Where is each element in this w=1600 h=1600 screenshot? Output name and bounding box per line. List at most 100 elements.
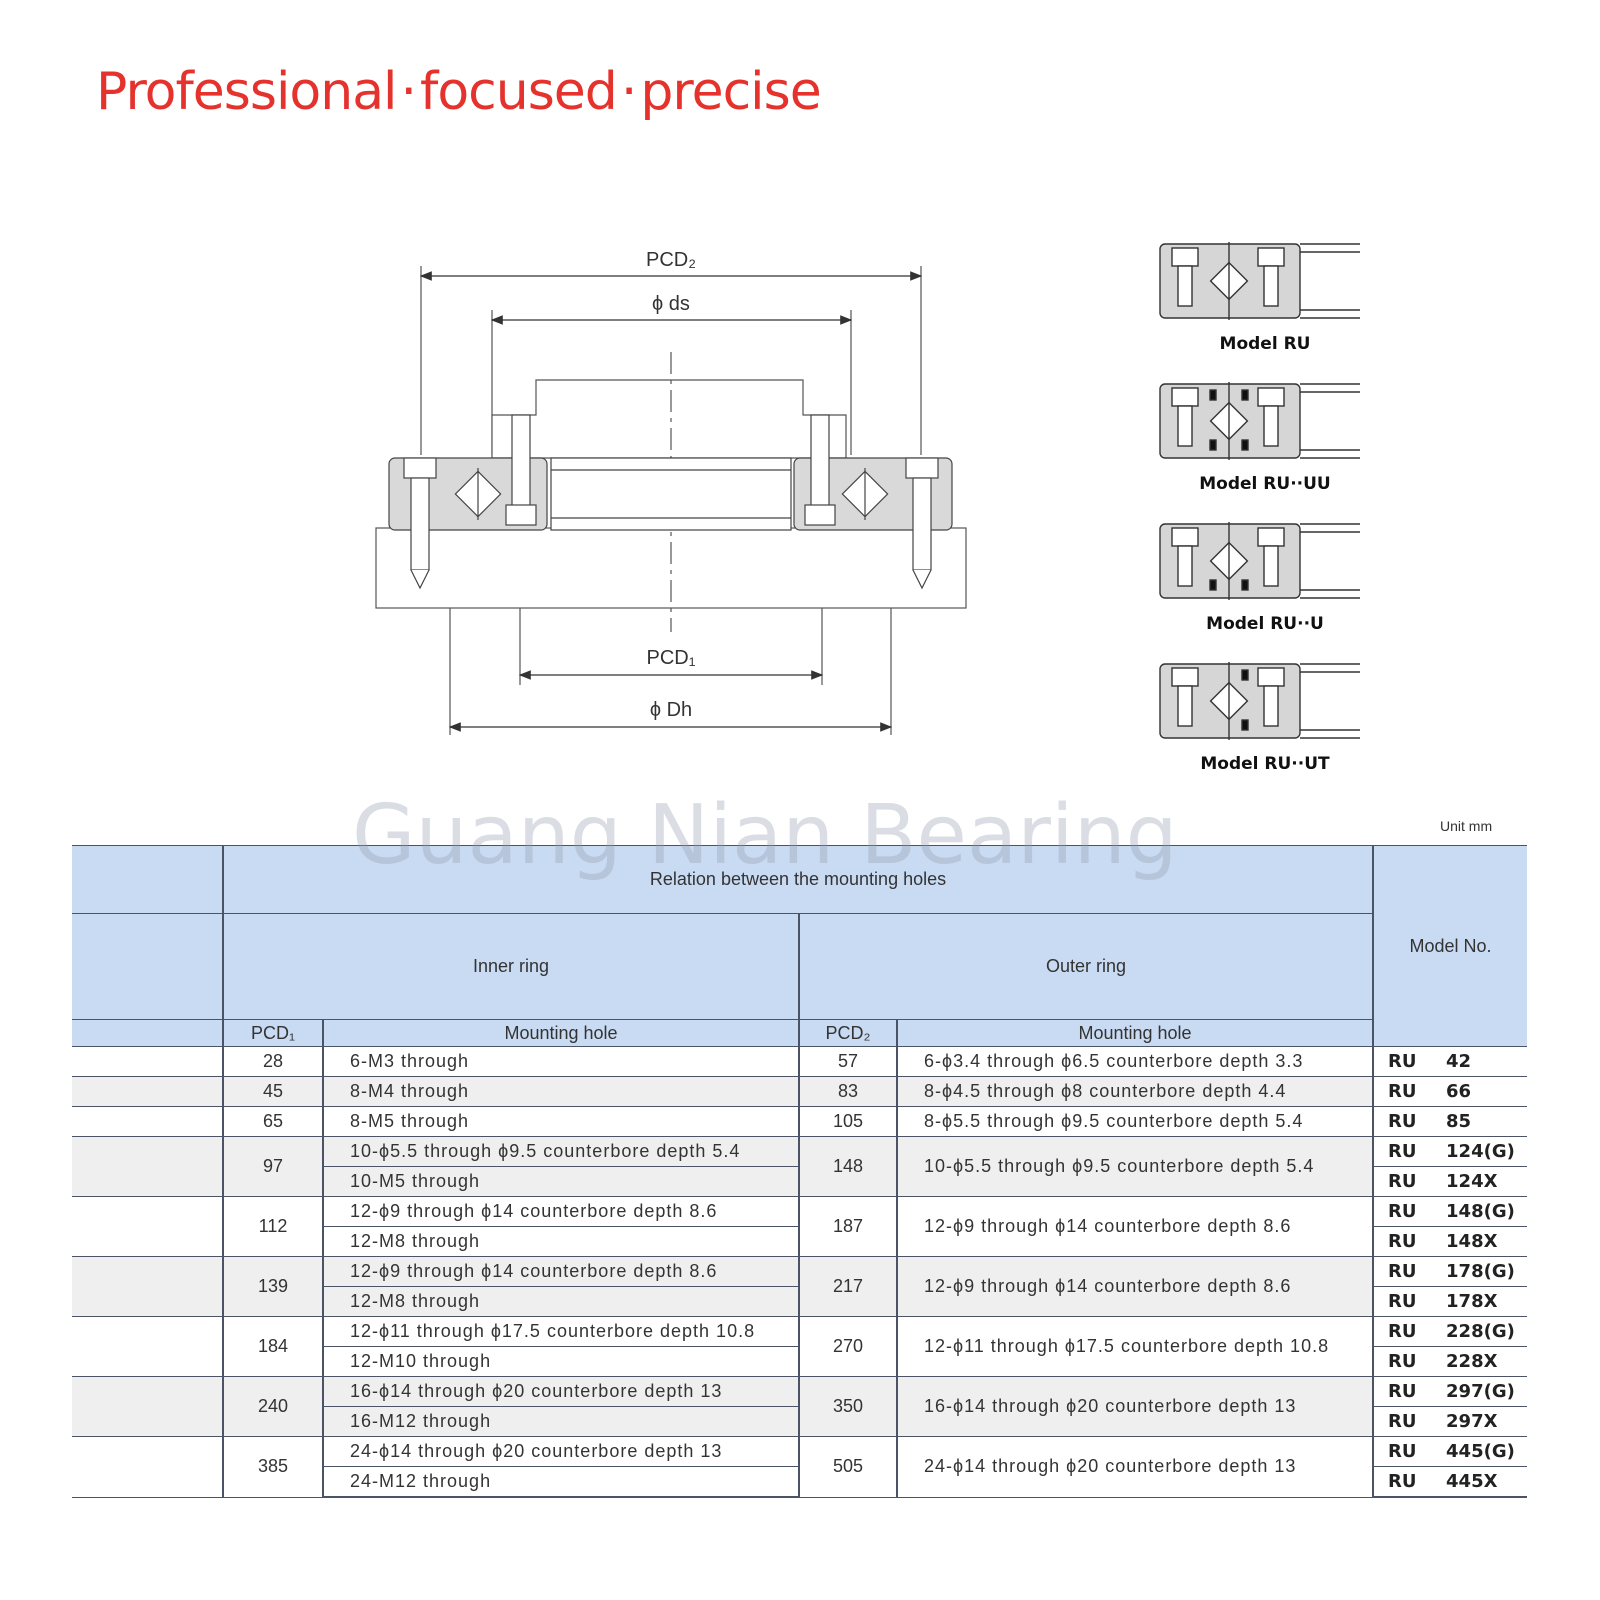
model-prefix: RU — [1388, 1231, 1417, 1252]
dh-label: ϕ Dh — [650, 699, 692, 721]
table-row: 12-M8 through RU 148X — [72, 1226, 1528, 1257]
mounting-drawing: PCD₂ ϕ ds PCD₁ ϕ Dh — [375, 249, 967, 735]
model-size: 178(G) — [1446, 1261, 1515, 1282]
inner-hole-cell: 12-ϕ11 through ϕ17.5 counterbore depth 1… — [322, 1316, 799, 1347]
variant-caption: Model RU··UT — [1200, 754, 1330, 774]
model-size: 228X — [1446, 1351, 1498, 1372]
pcd1-cell: 139 — [222, 1256, 323, 1317]
inner-hole-cell: 12-M10 through — [322, 1346, 799, 1377]
inner-hole-cell: 16-ϕ14 through ϕ20 counterbore depth 13 — [322, 1376, 799, 1407]
outer-hole-cell: 12-ϕ11 through ϕ17.5 counterbore depth 1… — [895, 1316, 1374, 1377]
model-no-header: Model No. — [1372, 845, 1528, 1047]
model-prefix: RU — [1388, 1111, 1417, 1132]
bearing-section-open-icon — [1159, 242, 1360, 320]
model-size: 445(G) — [1446, 1441, 1515, 1462]
model-size: 148X — [1446, 1231, 1498, 1252]
variant-ru: Model RU — [1150, 238, 1380, 354]
pcd1-label: PCD₁ — [647, 647, 696, 669]
outer-hole-cell: 8-ϕ5.5 through ϕ9.5 counterbore depth 5.… — [895, 1106, 1374, 1137]
pcd2-cell: 217 — [798, 1256, 897, 1317]
model-prefix: RU — [1388, 1081, 1417, 1102]
model-cell: RU 228X — [1372, 1346, 1528, 1377]
headline-separator: · — [400, 62, 418, 122]
model-prefix: RU — [1388, 1351, 1417, 1372]
variant-caption: Model RU··UU — [1199, 474, 1331, 494]
outer-hole-cell: 10-ϕ5.5 through ϕ9.5 counterbore depth 5… — [895, 1136, 1374, 1197]
pcd1-cell: 28 — [222, 1046, 323, 1077]
model-size: 85 — [1446, 1111, 1472, 1132]
pcd2-cell: 57 — [798, 1046, 897, 1077]
model-cell: RU 148X — [1372, 1226, 1528, 1257]
pcd1-cell: 97 — [222, 1136, 323, 1197]
pcd1-cell: 385 — [222, 1436, 323, 1498]
headline-part3: precise — [640, 62, 821, 122]
inner-hole-cell: 12-ϕ9 through ϕ14 counterbore depth 8.6 — [322, 1196, 799, 1227]
mounting-hole-table: Relation between the mounting holes Mode… — [72, 845, 1528, 1498]
bearing-section-single-seal-icon — [1159, 522, 1360, 600]
table-row: 16-M12 through RU 297X — [72, 1406, 1528, 1437]
unit-label: Unit mm — [1440, 818, 1493, 834]
inner-hole-cell: 12-M8 through — [322, 1226, 799, 1257]
inner-hole-cell: 6-M3 through — [322, 1046, 799, 1077]
row-blank-cell — [72, 1316, 223, 1377]
page-headline: Professional·focused·precise — [96, 62, 822, 122]
model-prefix: RU — [1388, 1291, 1417, 1312]
outer-hole-cell: 8-ϕ4.5 through ϕ8 counterbore depth 4.4 — [895, 1076, 1374, 1107]
model-size: 297(G) — [1446, 1381, 1515, 1402]
row-blank-cell — [72, 1106, 223, 1137]
model-cell: RU 297X — [1372, 1406, 1528, 1437]
model-prefix: RU — [1388, 1141, 1417, 1162]
pcd1-cell: 184 — [222, 1316, 323, 1377]
inner-hole-cell: 16-M12 through — [322, 1406, 799, 1437]
model-size: 66 — [1446, 1081, 1472, 1102]
pcd2-header: PCD₂ — [798, 1019, 897, 1047]
bearing-section-tapped-icon — [1159, 662, 1360, 740]
inner-hole-header: Mounting hole — [322, 1019, 799, 1047]
pcd2-cell: 148 — [798, 1136, 897, 1197]
relation-header: Relation between the mounting holes — [221, 845, 1374, 914]
outer-ring-header: Outer ring — [797, 913, 1374, 1020]
pcd2-cell: 350 — [798, 1376, 897, 1437]
table-row: 97 10-ϕ5.5 through ϕ9.5 counterbore depth… — [72, 1136, 1528, 1197]
pcd2-cell: 505 — [798, 1436, 897, 1498]
model-prefix: RU — [1388, 1201, 1417, 1222]
table-row: 139 12-ϕ9 through ϕ14 counterbore depth 8… — [72, 1256, 1528, 1317]
model-size: 445X — [1446, 1471, 1498, 1492]
row-blank-cell — [72, 1196, 223, 1257]
outer-hole-cell: 12-ϕ9 through ϕ14 counterbore depth 8.6 — [895, 1256, 1374, 1317]
model-prefix: RU — [1388, 1471, 1417, 1492]
variant-caption: Model RU — [1219, 334, 1311, 354]
model-prefix: RU — [1388, 1411, 1417, 1432]
pcd1-header: PCD₁ — [222, 1019, 323, 1047]
variant-ru-uu: Model RU··UU — [1150, 378, 1380, 494]
row-blank-cell — [72, 1076, 223, 1107]
inner-hole-cell: 8-M4 through — [322, 1076, 799, 1107]
outer-hole-cell: 16-ϕ14 through ϕ20 counterbore depth 13 — [895, 1376, 1374, 1437]
pcd2-cell: 270 — [798, 1316, 897, 1377]
inner-ring-header: Inner ring — [222, 913, 799, 1020]
model-prefix: RU — [1388, 1321, 1417, 1342]
model-size: 42 — [1446, 1051, 1472, 1072]
bearing-section-double-seal-icon — [1159, 382, 1360, 460]
model-size: 297X — [1446, 1411, 1498, 1432]
model-size: 124(G) — [1446, 1141, 1515, 1162]
variant-ru-ut: Model RU··UT — [1150, 658, 1380, 774]
row-blank-cell — [72, 1376, 223, 1437]
model-prefix: RU — [1388, 1171, 1417, 1192]
row-blank-cell — [72, 1046, 223, 1077]
row-blank-cell — [72, 1136, 223, 1197]
model-prefix: RU — [1388, 1051, 1417, 1072]
headline-part1: Professional — [96, 62, 398, 122]
